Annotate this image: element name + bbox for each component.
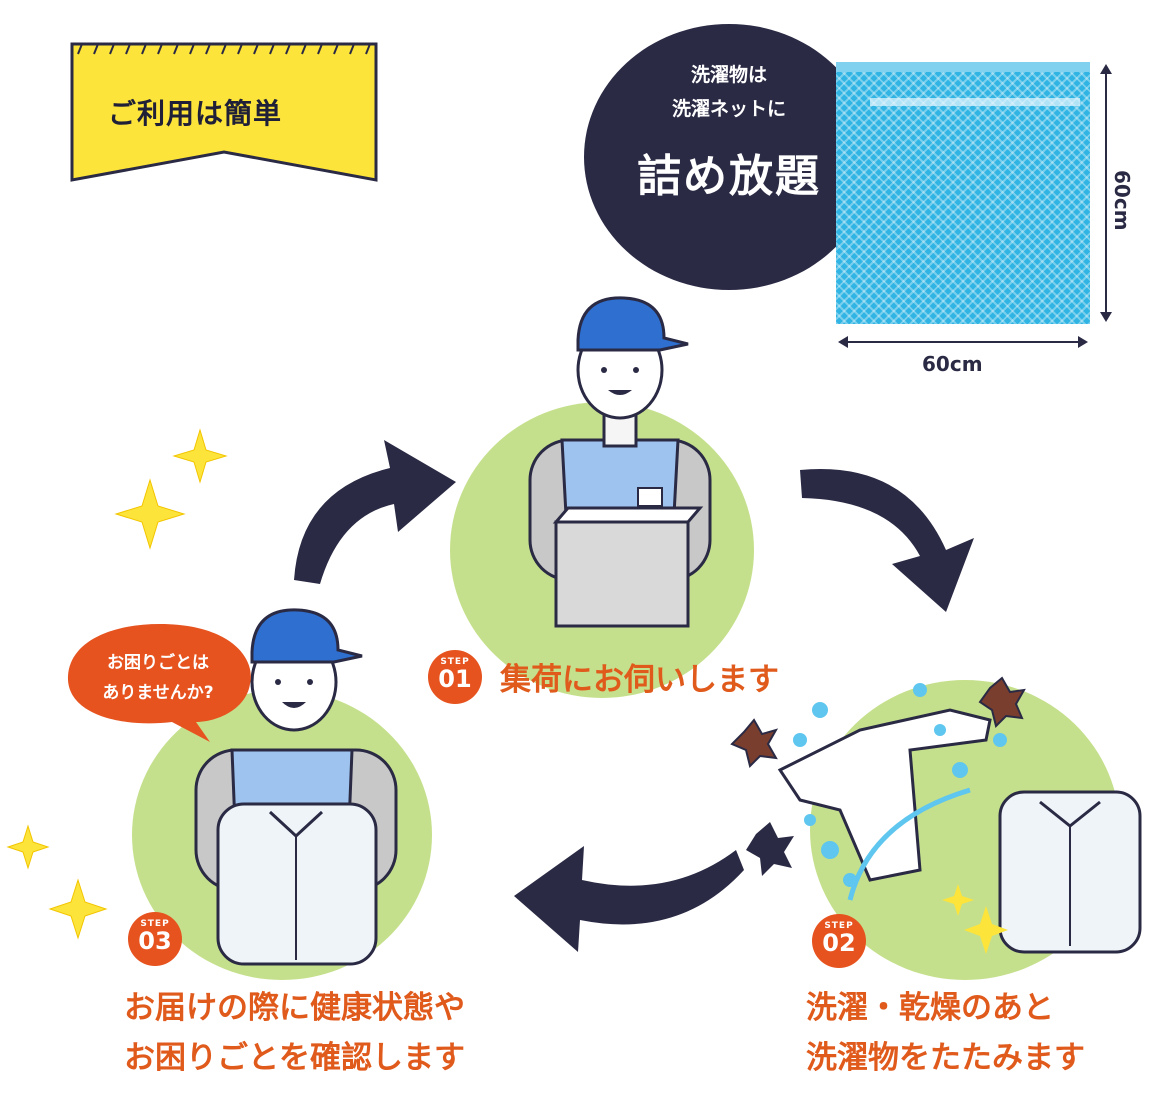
net-info-line2: 洗濯ネットに bbox=[671, 98, 786, 120]
delivery-staff-return-icon bbox=[194, 608, 398, 966]
speech-bubble-line1: お困りごとは bbox=[107, 653, 209, 673]
sparkle-icon-2 bbox=[6, 824, 108, 940]
arrow-to-step2-icon bbox=[800, 469, 974, 612]
step2-word: STEP bbox=[824, 921, 854, 931]
step2-description-line1: 洗濯・乾燥のあと bbox=[806, 990, 1054, 1026]
width-label: 60cm bbox=[922, 352, 983, 376]
washing-drying-icon bbox=[730, 676, 1142, 954]
step1-description: 集荷にお伺いします bbox=[500, 662, 779, 698]
speech-bubble bbox=[67, 624, 251, 742]
net-zipper bbox=[870, 98, 1080, 106]
net-info-line1: 洗濯物は bbox=[690, 64, 767, 86]
step3-word: STEP bbox=[140, 919, 170, 929]
width-dimension-arrow bbox=[838, 336, 1088, 348]
net-info-headline: 詰め放題 bbox=[637, 151, 821, 202]
arrow-to-step3-icon bbox=[514, 846, 744, 952]
banner-title: ご利用は簡単 bbox=[108, 97, 283, 130]
delivery-staff-pickup-icon bbox=[528, 296, 712, 628]
step2-description-line2: 洗濯物をたたみます bbox=[806, 1040, 1085, 1076]
laundry-net-image bbox=[836, 62, 1090, 324]
step1-badge: STEP 01 bbox=[428, 650, 482, 704]
step3-description-line1: お届けの際に健康状態や bbox=[124, 990, 465, 1026]
speech-bubble-line2: ありませんか? bbox=[102, 683, 214, 703]
step3-badge: STEP 03 bbox=[128, 912, 182, 966]
banner-ribbon bbox=[70, 42, 378, 182]
step2-badge: STEP 02 bbox=[812, 914, 866, 968]
height-label: 60cm bbox=[1110, 170, 1134, 231]
step3-description-line2: お困りごとを確認します bbox=[124, 1040, 465, 1076]
step3-number: 03 bbox=[138, 927, 172, 955]
net-info-circle bbox=[584, 24, 874, 290]
height-dimension-arrow bbox=[1100, 64, 1112, 322]
arrow-to-step1-icon bbox=[294, 440, 456, 584]
sparkle-icon-3 bbox=[942, 884, 1008, 954]
step1-word: STEP bbox=[440, 657, 470, 667]
step2-number: 02 bbox=[822, 929, 856, 957]
sparkle-icon bbox=[114, 428, 228, 550]
step1-number: 01 bbox=[438, 665, 472, 693]
